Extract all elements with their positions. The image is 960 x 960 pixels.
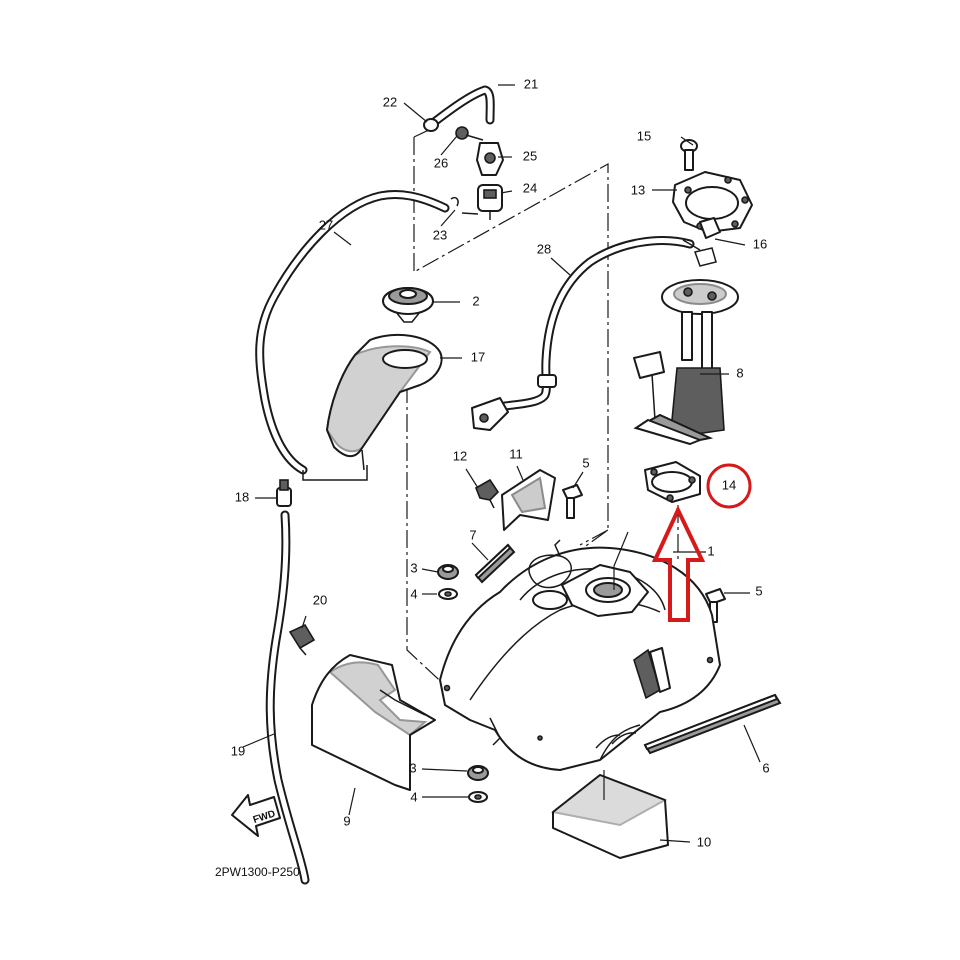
strip-part-6 (643, 693, 782, 755)
leader-lines (242, 84, 761, 843)
callout-3-lower: 3 (409, 760, 416, 775)
callout-5-upper: 5 (582, 455, 589, 470)
callout-4-lower: 4 (410, 789, 417, 804)
damper-part-3-upper (437, 564, 459, 580)
valve-part-24 (477, 184, 503, 220)
clip-part-12 (474, 478, 500, 509)
highlight-circle (706, 463, 752, 509)
callout-21: 21 (524, 76, 538, 91)
fuel-hose-part-28 (471, 236, 695, 431)
callout-27: 27 (319, 217, 333, 232)
washer-part-4-upper (438, 588, 458, 600)
callout-13: 13 (631, 182, 645, 197)
gasket-part-14 (644, 461, 701, 503)
bolt-part-26 (455, 126, 484, 141)
filler-cover-part-17 (325, 333, 443, 471)
clamp-part-20 (288, 623, 316, 656)
fuel-tank-part-1 (439, 539, 721, 771)
ring-plate-part-13 (672, 171, 753, 233)
callout-11: 11 (509, 446, 523, 461)
side-cover-part-9 (311, 654, 436, 791)
callout-23: 23 (433, 227, 447, 242)
callout-7: 7 (469, 527, 476, 542)
callout-14: 14 (722, 477, 736, 492)
callout-8: 8 (736, 365, 743, 380)
callout-2: 2 (472, 293, 479, 308)
hose-end-part-22 (423, 118, 439, 132)
callout-1: 1 (707, 543, 714, 558)
callout-22: 22 (383, 94, 397, 109)
callout-15: 15 (637, 128, 651, 143)
forward-direction-arrow: FWD (231, 794, 281, 837)
callout-16: 16 (753, 236, 767, 251)
callout-17: 17 (471, 349, 485, 364)
vent-hose-27 (255, 190, 450, 475)
callout-18: 18 (235, 489, 249, 504)
callout-3-upper: 3 (410, 560, 417, 575)
washer-part-4-lower (468, 791, 488, 803)
pad-part-10 (550, 773, 669, 859)
fuel-cap-part-2 (382, 287, 434, 323)
callout-28: 28 (537, 241, 551, 256)
callout-26: 26 (434, 155, 448, 170)
pad-part-11 (501, 469, 556, 531)
hose-routing-line (302, 465, 368, 481)
callout-20: 20 (313, 592, 327, 607)
connector-part-16 (682, 217, 721, 267)
rubber-strip-part-7 (474, 543, 516, 584)
callout-numbers: 1 2 3 3 4 4 5 5 6 7 8 9 10 11 12 13 14 1… (231, 76, 770, 849)
callout-6: 6 (762, 760, 769, 775)
callout-9: 9 (343, 813, 350, 828)
diagram-code: 2PW1300-P250 (215, 865, 300, 879)
clamp-part-23 (450, 196, 479, 215)
highlight-annotation (651, 463, 752, 622)
drain-hose-19 (265, 510, 310, 885)
callout-19: 19 (231, 743, 245, 758)
callout-4-upper: 4 (410, 586, 417, 601)
callout-12: 12 (453, 448, 467, 463)
bolt-part-5-upper (562, 484, 583, 519)
holder-part-25 (476, 142, 504, 176)
bolt-part-15 (680, 139, 698, 171)
callout-24: 24 (523, 180, 537, 195)
fuel-pump-part-8 (633, 279, 739, 445)
highlight-arrow (651, 505, 706, 622)
breather-hose-21 (428, 85, 495, 128)
damper-part-3-lower (467, 765, 489, 781)
callout-10: 10 (697, 834, 711, 849)
callout-5-right: 5 (755, 583, 762, 598)
callout-25: 25 (523, 148, 537, 163)
joint-part-18 (276, 479, 292, 507)
